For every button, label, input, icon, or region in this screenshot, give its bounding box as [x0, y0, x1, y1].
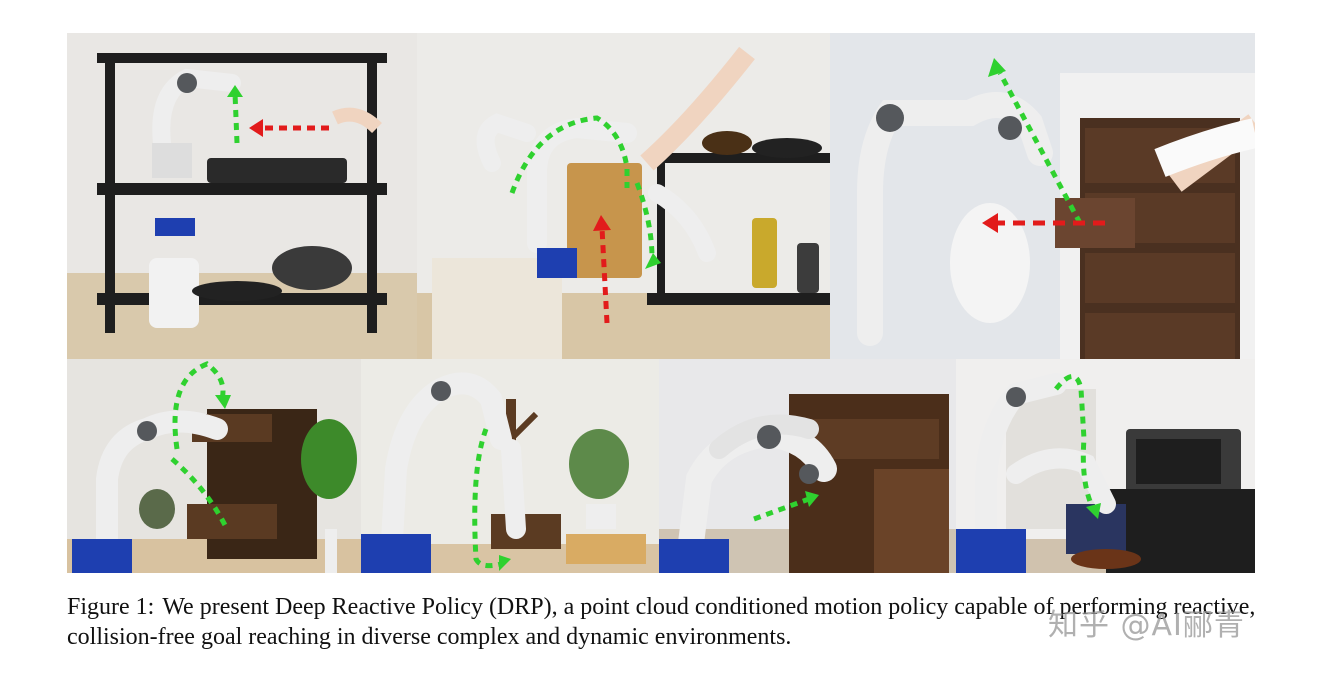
- photo-shelf-stove: [67, 33, 417, 359]
- photo-open-cabinet: [67, 359, 361, 573]
- figure-caption: Figure 1:We present Deep Reactive Policy…: [67, 592, 1257, 652]
- watermark-text: 知乎 @AI郦青: [1048, 608, 1245, 643]
- photo-coat-tree: [361, 359, 659, 573]
- figure-label: Figure 1:: [67, 594, 155, 620]
- photo-cutting-board: [417, 33, 830, 359]
- caption-text: We present Deep Reactive Policy (DRP), a…: [67, 594, 1256, 650]
- photo-toaster-oven: [956, 359, 1255, 573]
- photo-low-cabinet: [659, 359, 956, 573]
- figure-1: [67, 33, 1255, 573]
- photo-dresser-drawer: [830, 33, 1255, 359]
